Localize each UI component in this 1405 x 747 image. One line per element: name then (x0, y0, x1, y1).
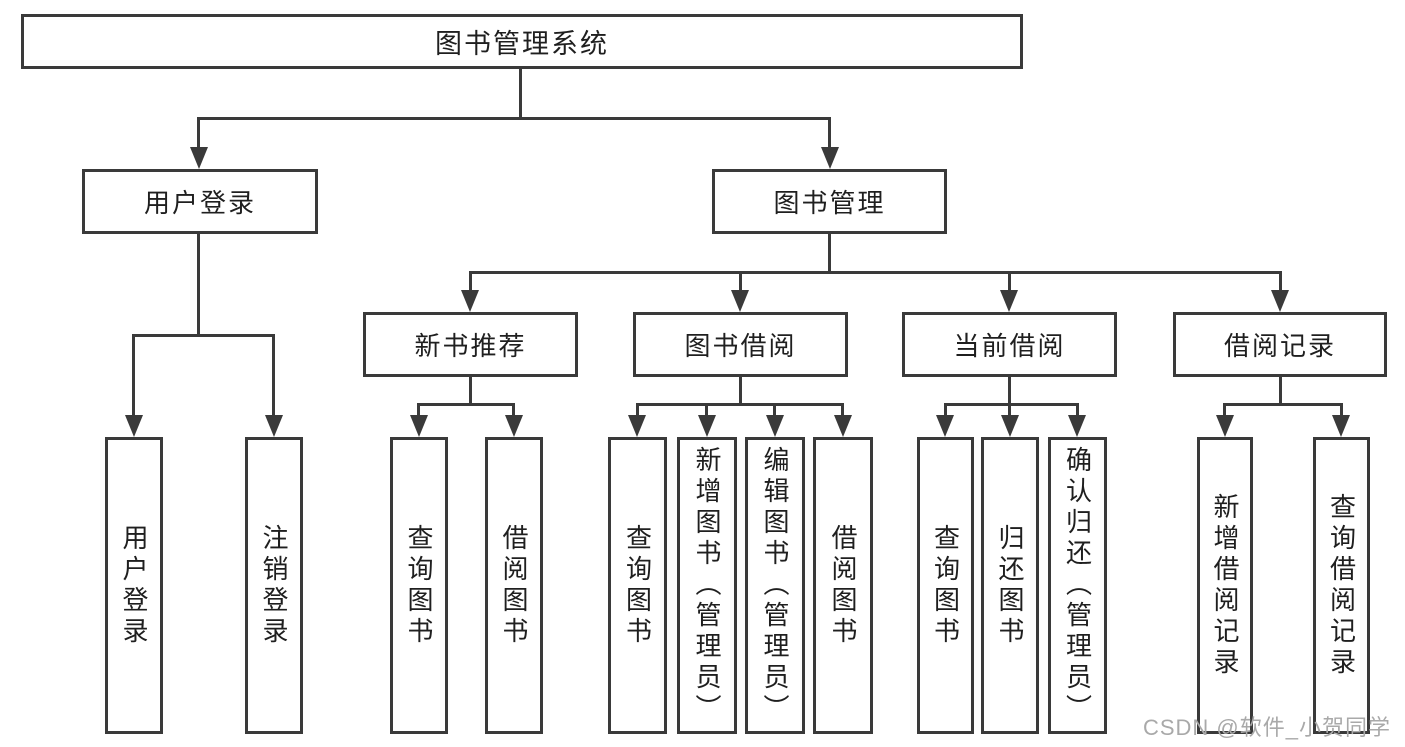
leaf-label: 编辑图书（管理员） (760, 446, 790, 725)
node-label: 借阅记录 (1223, 331, 1336, 361)
connector-line (197, 117, 831, 120)
leaf-edit-book-admin: 编辑图书（管理员） (745, 437, 805, 734)
arrowhead-down (265, 415, 283, 437)
connector-line (1279, 375, 1282, 406)
connector-line (417, 403, 515, 406)
connector-line (272, 334, 275, 417)
node-label: 用户登录 (143, 188, 256, 218)
arrowhead-down (936, 415, 954, 437)
leaf-label: 借阅图书 (828, 523, 858, 648)
connector-line (469, 271, 1282, 274)
leaf-add-book-admin: 新增图书（管理员） (677, 437, 737, 734)
node-book-management: 图书管理 (712, 169, 947, 234)
leaf-user-login: 用户登录 (105, 437, 163, 734)
connector-line (636, 403, 639, 417)
arrowhead-down (698, 415, 716, 437)
connector-line (1223, 403, 1343, 406)
node-borrow-records: 借阅记录 (1173, 312, 1387, 377)
arrowhead-down (1001, 415, 1019, 437)
connector-line (519, 67, 522, 118)
node-label: 图书管理 (773, 188, 886, 218)
node-new-book-recommend: 新书推荐 (363, 312, 578, 377)
watermark: CSDN @软件_小贺同学 (1142, 715, 1391, 740)
arrowhead-down (628, 415, 646, 437)
node-library-system: 图书管理系统 (21, 14, 1023, 69)
arrowhead-down (766, 415, 784, 437)
node-label: 新书推荐 (414, 331, 527, 361)
leaf-borrow-books-recommend: 借阅图书 (485, 437, 543, 734)
arrowhead-down (1332, 415, 1350, 437)
connector-line (944, 403, 947, 417)
connector-line (705, 403, 708, 417)
connector-line (197, 232, 200, 337)
arrowhead-down (190, 147, 208, 169)
leaf-label: 确认归还（管理员） (1062, 446, 1093, 725)
arrowhead-down (125, 415, 143, 437)
leaf-label: 归还图书 (995, 523, 1025, 648)
node-book-borrow: 图书借阅 (633, 312, 848, 377)
node-user-login: 用户登录 (82, 169, 318, 234)
arrowhead-down (410, 415, 428, 437)
connector-line (512, 403, 515, 417)
arrowhead-down (834, 415, 852, 437)
node-label: 图书管理系统 (435, 29, 609, 59)
connector-line (841, 403, 844, 417)
connector-line (773, 403, 776, 417)
connector-line (469, 375, 472, 406)
arrowhead-down (1068, 415, 1086, 437)
connector-line (417, 403, 420, 417)
connector-line (828, 117, 831, 149)
leaf-return-book: 归还图书 (981, 437, 1039, 734)
leaf-label: 用户登录 (119, 523, 149, 648)
leaf-query-books-borrow: 查询图书 (608, 437, 667, 734)
connector-line (739, 271, 742, 292)
node-current-borrow: 当前借阅 (902, 312, 1117, 377)
arrowhead-down (731, 290, 749, 312)
connector-line (828, 232, 831, 274)
connector-line (944, 403, 1079, 406)
connector-line (739, 375, 742, 406)
leaf-add-borrow-record: 新增借阅记录 (1197, 437, 1253, 734)
connector-line (1223, 403, 1226, 417)
leaf-label: 查询图书 (404, 523, 434, 648)
connector-line (1008, 375, 1011, 406)
leaf-label: 新增图书（管理员） (692, 446, 722, 725)
connector-line (1076, 403, 1079, 417)
arrowhead-down (1000, 290, 1018, 312)
leaf-label: 注销登录 (259, 523, 289, 648)
connector-line (1008, 403, 1011, 417)
connector-line (197, 117, 200, 149)
arrowhead-down (1216, 415, 1234, 437)
leaf-label: 查询图书 (622, 523, 653, 648)
leaf-confirm-return-admin: 确认归还（管理员） (1048, 437, 1107, 734)
arrowhead-down (821, 147, 839, 169)
arrowhead-down (461, 290, 479, 312)
leaf-label: 查询图书 (930, 523, 961, 648)
arrowhead-down (1271, 290, 1289, 312)
arrowhead-down (505, 415, 523, 437)
connector-line (132, 334, 275, 337)
leaf-query-books-current: 查询图书 (917, 437, 974, 734)
node-label: 当前借阅 (953, 331, 1066, 361)
connector-line (132, 334, 135, 417)
connector-line (1008, 271, 1011, 292)
leaf-borrow-books: 借阅图书 (813, 437, 873, 734)
connector-line (1340, 403, 1343, 417)
connector-line (636, 403, 844, 406)
leaf-query-borrow-record: 查询借阅记录 (1313, 437, 1370, 734)
node-label: 图书借阅 (684, 331, 797, 361)
leaf-label: 借阅图书 (499, 523, 529, 648)
leaf-label: 查询借阅记录 (1326, 492, 1357, 679)
connector-line (1279, 271, 1282, 292)
leaf-label: 新增借阅记录 (1210, 492, 1240, 679)
leaf-logout: 注销登录 (245, 437, 303, 734)
leaf-query-books-recommend: 查询图书 (390, 437, 448, 734)
connector-line (469, 271, 472, 292)
